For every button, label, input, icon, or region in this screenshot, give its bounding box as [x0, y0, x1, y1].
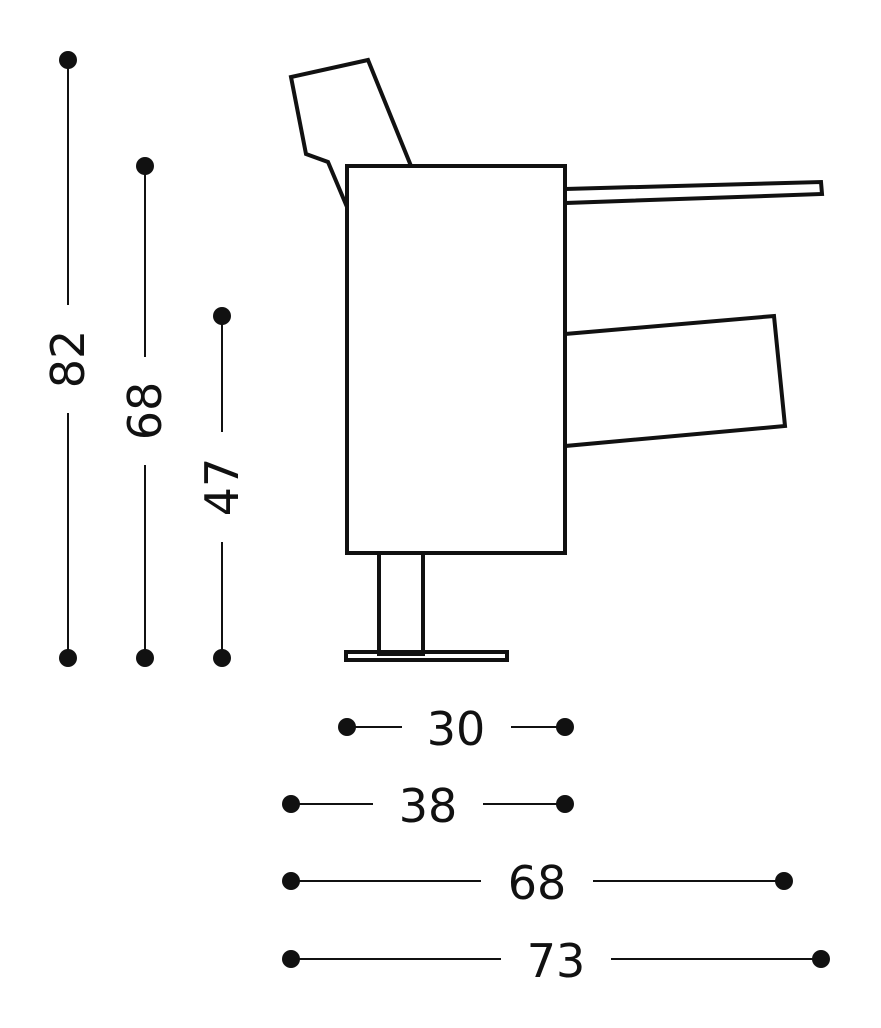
dim-endpoint-right: [556, 718, 574, 736]
dim-endpoint-left: [338, 718, 356, 736]
dim-label: 68: [118, 382, 172, 441]
horizontal-dimension-73: 73: [282, 934, 830, 988]
vertical-dimension-68: 68: [118, 157, 172, 667]
horizontal-dimension-68: 68: [282, 856, 793, 910]
chair-writing-tablet: [563, 179, 825, 206]
horizontal-dimension-38: 38: [282, 779, 574, 833]
dim-endpoint-left: [282, 950, 300, 968]
dim-endpoint-top: [136, 157, 154, 175]
dim-endpoint-right: [775, 872, 793, 890]
dim-endpoint-left: [282, 795, 300, 813]
dim-label: 38: [399, 779, 458, 833]
dim-endpoint-bottom: [59, 649, 77, 667]
chair-base-plate: [344, 650, 509, 662]
dim-endpoint-right: [556, 795, 574, 813]
horizontal-dimension-30: 30: [338, 702, 574, 756]
dim-endpoint-top: [59, 51, 77, 69]
chair-side-view: [288, 57, 825, 662]
vertical-dimension-47: 47: [195, 307, 249, 667]
dim-label: 47: [195, 458, 249, 517]
dim-label: 68: [508, 856, 567, 910]
dim-endpoint-top: [213, 307, 231, 325]
chair-side-panel: [345, 164, 567, 555]
dim-endpoint-bottom: [136, 649, 154, 667]
dim-endpoint-left: [282, 872, 300, 890]
dim-endpoint-right: [812, 950, 830, 968]
chair-pedestal: [377, 551, 425, 656]
dim-label: 73: [527, 934, 586, 988]
chair-seat: [563, 313, 788, 449]
dim-label: 30: [427, 702, 486, 756]
dim-label: 82: [41, 330, 95, 389]
dim-endpoint-bottom: [213, 649, 231, 667]
vertical-dimension-82: 82: [41, 51, 95, 667]
chair-backrest: [288, 57, 413, 208]
